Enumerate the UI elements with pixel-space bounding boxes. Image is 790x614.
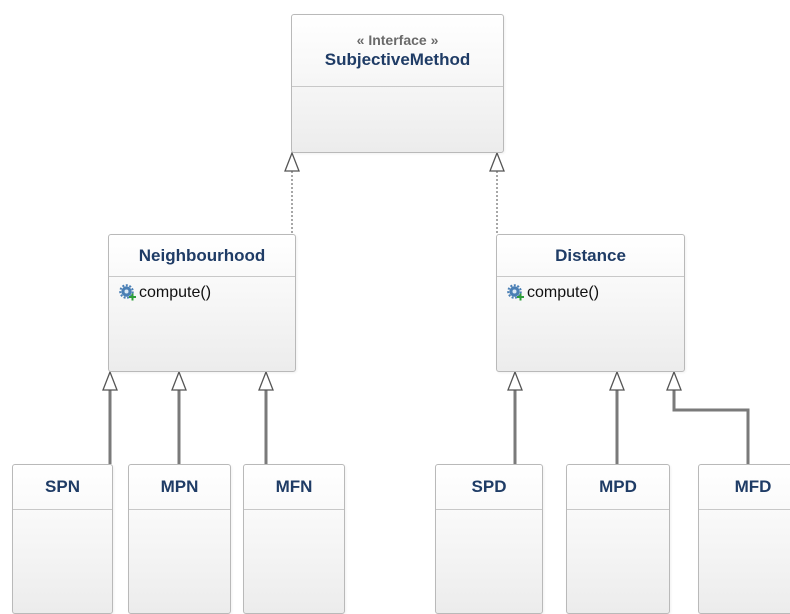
operation-compute[interactable]: compute() (507, 283, 684, 303)
generalization-spd-to-distance (507, 370, 523, 464)
uml-class-diagram: « Interface » SubjectiveMethod Neighbour… (12, 14, 790, 614)
class-mfd[interactable]: MFD (698, 464, 790, 614)
realization-distance-to-subjectivemethod (489, 151, 505, 234)
class-name: MFD (734, 477, 772, 496)
interface-stereotype: « Interface » (356, 31, 439, 48)
class-name: SPN (45, 477, 80, 496)
class-header: MFD (699, 465, 790, 510)
operations-compartment: compute() (497, 277, 684, 303)
class-header: SPD (436, 465, 542, 510)
generalization-mpn-to-neighbourhood (171, 370, 187, 464)
class-spd[interactable]: SPD (435, 464, 543, 614)
class-name: MPN (160, 477, 199, 496)
generalization-mpd-to-distance (609, 370, 625, 464)
operation-label: compute() (527, 284, 600, 301)
class-spn[interactable]: SPN (12, 464, 113, 614)
operations-compartment: compute() (109, 277, 295, 303)
class-name: Neighbourhood (138, 245, 266, 265)
generalization-spn-to-neighbourhood (102, 370, 118, 464)
class-mfn[interactable]: MFN (243, 464, 345, 614)
generalization-mfd-to-distance (666, 370, 750, 464)
generalization-mfn-to-neighbourhood (258, 370, 274, 464)
class-mpn[interactable]: MPN (128, 464, 231, 614)
class-mpd[interactable]: MPD (566, 464, 670, 614)
class-header: Neighbourhood (109, 235, 295, 277)
interface-subjectivemethod[interactable]: « Interface » SubjectiveMethod (291, 14, 504, 153)
class-distance[interactable]: Distance compute() (496, 234, 685, 372)
public-method-gear-plus-icon (119, 284, 137, 302)
class-header: SPN (13, 465, 112, 510)
class-header: MPN (129, 465, 230, 510)
class-name: SPD (471, 477, 507, 496)
class-name: SubjectiveMethod (324, 49, 471, 69)
operation-label: compute() (139, 284, 212, 301)
class-name: MPD (599, 477, 637, 496)
class-name: MFN (275, 477, 313, 496)
class-header: Distance (497, 235, 684, 277)
class-header: MPD (567, 465, 669, 510)
class-header: MFN (244, 465, 344, 510)
realization-neighbourhood-to-subjectivemethod (284, 151, 300, 234)
class-header: « Interface » SubjectiveMethod (292, 15, 503, 87)
operation-compute[interactable]: compute() (119, 283, 295, 303)
class-neighbourhood[interactable]: Neighbourhood compute() (108, 234, 296, 372)
public-method-gear-plus-icon (507, 284, 525, 302)
class-name: Distance (555, 245, 626, 265)
